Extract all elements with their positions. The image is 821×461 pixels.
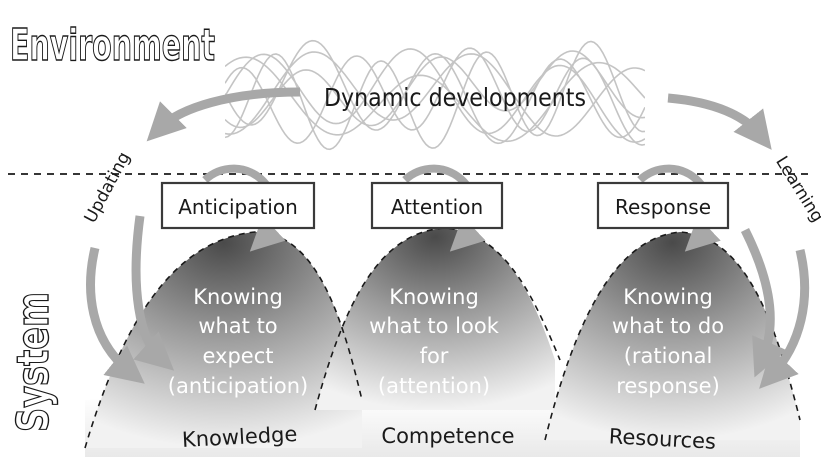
updating-arrow-outer xyxy=(86,246,145,384)
dynamic-developments-label: Dynamic developments xyxy=(324,83,586,112)
base-labels: Knowledge Competence Resources xyxy=(181,422,716,454)
learning-arrow-outer xyxy=(759,248,810,389)
hill-knowledge xyxy=(85,232,362,448)
system-label: System xyxy=(8,292,59,432)
hill-resources-line-4: response) xyxy=(616,374,720,398)
hill-knowledge-line-4: (anticipation) xyxy=(168,374,308,398)
box-response: Response xyxy=(596,181,730,230)
hill-competence-line-1: Knowing xyxy=(389,285,479,309)
hill-resources-line-3: (rational xyxy=(624,344,713,368)
hill-texts: Knowing what to expect (anticipation) Kn… xyxy=(168,285,724,398)
box-anticipation: Anticipation xyxy=(160,181,316,230)
hill-competence-line-4: (attention) xyxy=(378,374,490,398)
hill-competence xyxy=(315,228,555,410)
box-response-label: Response xyxy=(615,195,711,219)
hill-resources-line-2: what to do xyxy=(612,314,724,338)
hill-resources-line-1: Knowing xyxy=(623,285,713,309)
learning-label: Learning xyxy=(771,153,821,226)
box-response-frame xyxy=(596,181,730,230)
updating-arrow-left xyxy=(131,215,175,371)
hill-competence-line-3: for xyxy=(420,344,449,368)
hill-resources-outline xyxy=(544,231,801,441)
box-anticipation-label: Anticipation xyxy=(178,195,298,219)
hill-knowledge-line-1: Knowing xyxy=(193,285,283,309)
hill-knowledge-line-3: expect xyxy=(202,344,273,368)
noise-wave xyxy=(225,50,645,129)
dynamic-noise-scribble xyxy=(225,39,645,151)
feedback-arrows xyxy=(86,87,810,389)
environment-label: Environment xyxy=(10,20,215,71)
noise-wave xyxy=(225,56,645,143)
hill-competence-outline xyxy=(314,227,561,411)
hill-knowledge-line-2: what to xyxy=(198,314,277,338)
updating-label: Updating xyxy=(81,149,135,227)
box-attention: Attention xyxy=(370,181,504,230)
hill-resources xyxy=(545,232,800,440)
noise-wave xyxy=(225,47,645,146)
base-label-resources: Resources xyxy=(608,424,716,454)
updating-arrow-top xyxy=(146,87,301,142)
box-attention-frame xyxy=(370,181,504,230)
noise-wave xyxy=(225,40,645,151)
noise-wave xyxy=(225,39,645,145)
box-attention-label: Attention xyxy=(391,195,483,219)
learning-arrow-top xyxy=(667,93,772,150)
base-label-competence: Competence xyxy=(381,424,514,448)
noise-wave xyxy=(225,51,645,137)
box-anticipation-frame xyxy=(160,181,316,230)
hill-competence-line-2: what to look xyxy=(369,314,500,338)
